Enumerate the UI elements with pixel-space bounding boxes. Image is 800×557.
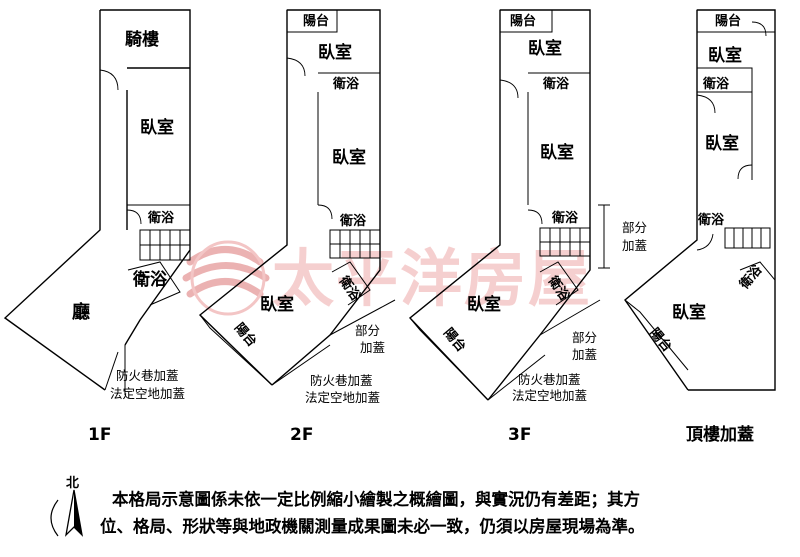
1f-room-bath2: 衛浴 (132, 269, 168, 290)
2f-balcony-bottom-wall (199, 314, 273, 386)
2f-room-bedroom-bottom: 臥室 (260, 294, 294, 315)
3f-partial-line (539, 299, 601, 336)
north-arrow-fill-icon (74, 490, 82, 535)
roof-room-bath-mid: 衛浴 (697, 212, 725, 228)
1f-outer-wall-right (100, 9, 191, 346)
2f-room-bedroom-top: 臥室 (318, 42, 352, 63)
3f-outer-wall-right (487, 9, 591, 401)
1f-fire-lane-line (104, 351, 119, 391)
3f-note-partial-2: 加蓋 (572, 347, 597, 362)
3f-outer-wall-left (408, 10, 501, 401)
roof-stairs (724, 227, 771, 249)
2f-door-arc (286, 57, 306, 77)
roof-balcony-top (696, 9, 776, 33)
floor-3f: 陽台 臥室 衛浴 臥室 衛浴 衛浴 臥室 陽台 部分 加蓋 部分 加蓋 防火巷加… (408, 9, 647, 445)
3f-room-bedroom-mid: 臥室 (540, 142, 574, 163)
1f-door-arc (99, 69, 119, 91)
roof-room-bath-top: 衛浴 (702, 76, 730, 92)
2f-room-balcony-bottom: 陽台 (231, 320, 260, 350)
roof-angled-bath (739, 261, 776, 300)
2f-outer-wall-right (271, 9, 381, 386)
3f-bath-door-arc (527, 209, 543, 225)
1f-room-bath1: 衛浴 (147, 210, 175, 226)
roof-mid-door-arc (737, 164, 753, 180)
1f-stairs (139, 229, 191, 261)
north-arrow: 北 (50, 476, 84, 537)
2f-angled-bath (331, 261, 371, 306)
roof-room-bedroom-bottom: 臥室 (672, 302, 706, 323)
2f-label: 2F (290, 425, 313, 445)
floor-rooftop: 陽台 臥室 衛浴 臥室 衛浴 衛浴 臥室 陽台 頂樓加蓋 (624, 9, 776, 445)
3f-door-arc (499, 79, 519, 99)
watermark-text: 太平洋房屋 (272, 242, 592, 315)
3f-room-bath-top: 衛浴 (542, 76, 570, 92)
disclaimer-line-1: 本格局示意圖係未依一定比例縮小繪製之概繪圖，與實況仍有差距；其方 (112, 489, 640, 509)
2f-balcony-top (286, 9, 338, 33)
3f-note-open-space: 法定空地加蓋 (512, 388, 587, 403)
1f-bath-door-arc (126, 209, 142, 225)
3f-note-fire-lane: 防火巷加蓋 (518, 372, 581, 387)
3f-balcony-bottom-wall (409, 317, 489, 401)
roof-outer-wall-right (688, 9, 776, 391)
2f-note-open-space: 法定空地加蓋 (305, 390, 380, 405)
1f-note-open-space: 法定空地加蓋 (110, 386, 185, 401)
1f-label: 1F (88, 425, 111, 445)
3f-stairs (539, 227, 591, 257)
roof-room-balcony-bottom: 陽台 (646, 325, 675, 355)
floor-2f: 陽台 臥室 衛浴 臥室 衛浴 衛浴 臥室 陽台 部分 加蓋 防火巷加蓋 法定空地… (198, 9, 396, 445)
1f-room-bedroom: 臥室 (140, 117, 174, 138)
roof-top-door-arc (751, 21, 767, 37)
2f-outer-wall-left (198, 10, 288, 386)
roof-label: 頂樓加蓋 (686, 424, 754, 445)
1f-room-arcade: 騎樓 (125, 29, 159, 50)
3f-note-side-partial-2: 加蓋 (622, 238, 647, 253)
3f-addition-line (487, 354, 546, 401)
1f-outer-wall-left (3, 10, 106, 391)
2f-stairs (329, 229, 381, 259)
2f-room-balcony-top: 陽台 (303, 13, 329, 29)
roof-room-bedroom-mid: 臥室 (705, 133, 739, 154)
3f-room-balcony-top: 陽台 (510, 13, 536, 29)
3f-room-bedroom-bottom: 臥室 (467, 294, 501, 315)
2f-note-fire-lane: 防火巷加蓋 (310, 373, 373, 388)
roof-room-balcony-top: 陽台 (715, 13, 741, 29)
3f-balcony-top (499, 9, 553, 33)
2f-partial-line (329, 299, 396, 336)
2f-room-bedroom-mid: 臥室 (332, 147, 366, 168)
roof-bath-door-arc (696, 233, 714, 251)
1f-note-fire-lane: 防火巷加蓋 (116, 368, 179, 383)
roof-room-bedroom-top: 臥室 (708, 45, 742, 66)
roof-bath-top-walls (697, 67, 753, 93)
2f-room-bath-mid: 衛浴 (339, 213, 367, 229)
roof-outer-wall-left (624, 10, 698, 391)
3f-room-balcony-bottom: 陽台 (440, 325, 469, 355)
floor-1f: 騎樓 臥室 衛浴 衛浴 廳 防火巷加蓋 法定空地加蓋 1F (3, 9, 191, 445)
2f-bath-door-arc (317, 204, 333, 220)
disclaimer-line-2: 位、格局、形狀等與地政機關測量成果圖未必一致，仍須以房屋現場為準。 (100, 516, 645, 536)
3f-room-bath-mid: 衛浴 (551, 210, 579, 226)
3f-angled-bath (539, 261, 579, 306)
roof-room-bath-angled: 衛浴 (736, 261, 766, 293)
3f-note-partial-1: 部分 (572, 330, 597, 345)
watermark-ring (190, 240, 266, 316)
1f-room-living: 廳 (72, 301, 90, 323)
3f-note-side-partial-1: 部分 (622, 220, 647, 235)
watermark: 太平洋房屋 (182, 240, 592, 316)
1f-angled-bath (127, 261, 181, 306)
3f-room-bedroom-top: 臥室 (528, 38, 562, 59)
2f-room-bath-top: 衛浴 (332, 76, 360, 92)
north-arc-icon (50, 499, 59, 537)
2f-note-partial-2: 加蓋 (360, 340, 385, 355)
3f-label: 3F (508, 425, 531, 445)
2f-addition-line (271, 344, 331, 386)
roof-door-arc (696, 94, 716, 114)
2f-note-partial-1: 部分 (355, 323, 380, 338)
roof-balcony-bottom-wall (624, 299, 689, 371)
north-label: 北 (66, 476, 79, 491)
